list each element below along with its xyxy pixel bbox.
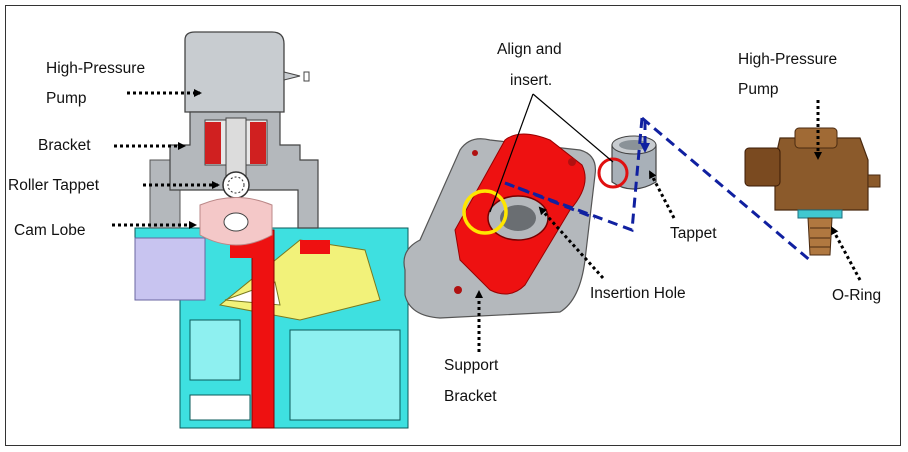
support-bracket [403, 133, 597, 319]
left-arrows [112, 89, 220, 229]
label-cam-lobe: Cam Lobe [14, 222, 86, 239]
label-align-insert-line2: insert. [510, 72, 553, 89]
tappet-part [597, 135, 657, 190]
label-tappet: Tappet [670, 225, 717, 242]
label-high-pressure-pump-left-line2: Pump [46, 90, 87, 107]
right-arrows [475, 93, 862, 352]
label-high-pressure-pump-right-line2: Pump [738, 81, 779, 98]
pump-assembly-right [744, 127, 881, 256]
cylinder-head-section [134, 227, 409, 429]
label-o-ring: O-Ring [832, 287, 882, 304]
label-align-insert-line1: Align and [497, 41, 562, 58]
label-high-pressure-pump-right-line1: High-Pressure [738, 51, 838, 68]
label-support-bracket-line2: Bracket [444, 388, 497, 405]
label-roller-tappet: Roller Tappet [8, 177, 100, 194]
label-support-bracket-line1: Support [444, 357, 499, 374]
label-insertion-hole: Insertion Hole [590, 285, 686, 302]
label-bracket: Bracket [38, 137, 91, 154]
pump-assembly-left [149, 31, 319, 246]
assembly-guide-lines [504, 116, 813, 264]
label-high-pressure-pump-left-line1: High-Pressure [46, 60, 146, 77]
